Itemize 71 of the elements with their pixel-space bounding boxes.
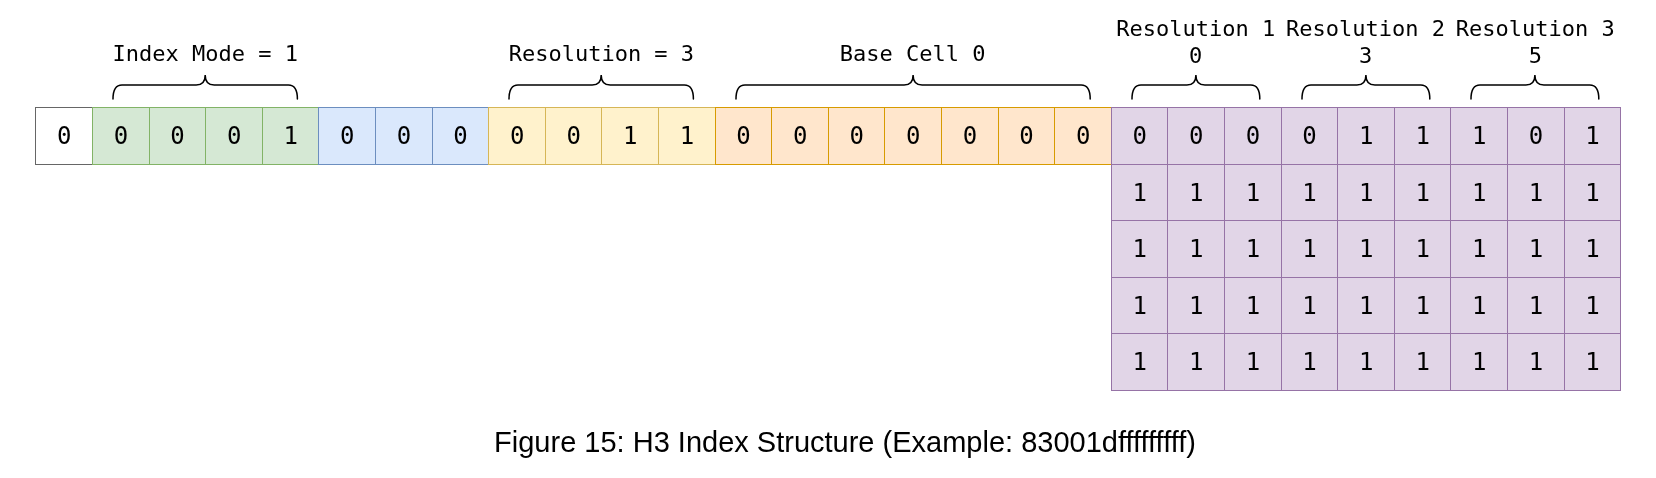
bit-cell: 1 [1450,276,1509,335]
bit-cell: 1 [658,107,716,165]
bit-cell: 0 [148,107,207,165]
bit-cell: 1 [1280,220,1339,279]
bit-cell: 1 [1393,276,1452,335]
bit-cell: 1 [601,107,660,165]
bit-cell: 1 [1337,163,1396,222]
bit-cell: 1 [261,107,320,165]
bit-cell: 1 [1280,163,1339,222]
bit-cell: 0 [941,107,999,165]
bit-cell: 1 [1224,163,1282,222]
bit-cell: 0 [1280,107,1339,165]
bit-cell: 0 [318,107,377,165]
bit-cell: 1 [1507,276,1565,335]
bit-cell: 1 [1337,107,1396,165]
bit-cell: 1 [1393,163,1452,222]
bit-cell: 1 [1224,276,1282,335]
bit-cell: 1 [1450,333,1509,392]
bit-cell: 1 [1450,107,1509,165]
field-label: Base Cell 0 [839,40,986,67]
bit-cell: 0 [827,107,886,165]
bit-cell: 0 [714,107,773,165]
bit-cell: 1 [1563,107,1622,165]
bit-cell: 1 [1280,333,1339,392]
bit-cell: 1 [1507,220,1565,279]
bit-cell: 0 [1507,107,1565,165]
bit-cell: 1 [1450,220,1509,279]
bit-cell: 0 [1167,107,1226,165]
bit-cell: 0 [1224,107,1282,165]
bit-cell: 0 [92,107,150,165]
bit-cell: 1 [1337,276,1396,335]
field-label: Resolution 1 0 [1115,15,1277,69]
bit-cell: 1 [1224,220,1282,279]
bit-cell: 0 [1110,107,1169,165]
bit-cell: 0 [431,107,490,165]
bit-cell: 1 [1563,220,1622,279]
bit-cell: 1 [1507,333,1565,392]
bit-cell: 1 [1393,220,1452,279]
bit-cell: 0 [35,107,94,165]
bit-cell: 1 [1563,163,1622,222]
bit-cell: 0 [544,107,603,165]
bit-cell: 1 [1280,276,1339,335]
bit-cell: 1 [1393,333,1452,392]
bit-cell: 1 [1110,276,1169,335]
bit-cell: 1 [1224,333,1282,392]
bit-cell: 1 [1337,220,1396,279]
bit-cell: 0 [1054,107,1113,165]
bit-cell: 1 [1167,333,1226,392]
bit-cell: 1 [1110,333,1169,392]
bit-cell: 1 [1110,163,1169,222]
field-label: Resolution 3 5 [1454,15,1616,69]
bit-cell: 1 [1507,163,1565,222]
bit-cell: 0 [375,107,433,165]
bit-cell: 0 [771,107,830,165]
bit-cell: 0 [488,107,547,165]
bit-cell: 1 [1167,276,1226,335]
field-label: Resolution = 3 [508,40,695,67]
bit-cell: 1 [1563,333,1622,392]
bit-cell: 0 [997,107,1056,165]
figure-caption: Figure 15: H3 Index Structure (Example: 83001dfffffffff) [494,424,1196,459]
bit-cell: 1 [1167,163,1226,222]
bit-cell: 1 [1393,107,1452,165]
bit-cell: 1 [1337,333,1396,392]
bit-cell: 1 [1450,163,1509,222]
bit-cell: 1 [1167,220,1226,279]
field-label: Index Mode = 1 [112,40,298,67]
bit-cell: 0 [884,107,943,165]
field-label: Resolution 2 3 [1285,15,1446,69]
bit-cell: 1 [1110,220,1169,279]
bit-cell: 0 [205,107,264,165]
bit-cell: 1 [1563,276,1622,335]
